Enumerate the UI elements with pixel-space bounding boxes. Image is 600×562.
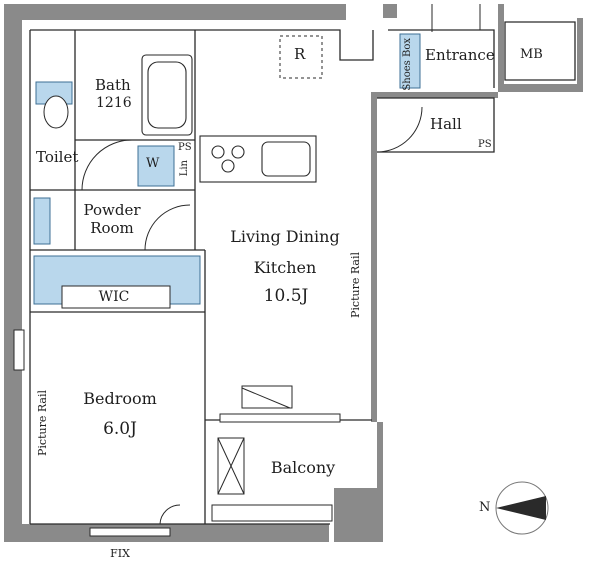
- toilet-fixture: [35, 81, 73, 129]
- refrigerator-label: R: [294, 45, 306, 63]
- powder-room-label-2: Room: [90, 219, 134, 237]
- balcony-units: [211, 437, 333, 522]
- windows: [13, 329, 341, 537]
- walls: [4, 4, 583, 542]
- bedroom-label: Bedroom: [83, 389, 157, 408]
- entrance-label: Entrance: [425, 46, 495, 64]
- interior-walls: [29, 21, 576, 525]
- mb-label: MB: [520, 47, 543, 62]
- doors: [81, 4, 481, 525]
- washbasin: [33, 145, 175, 245]
- living-size-label: 10.5J: [263, 286, 309, 306]
- hall-label: Hall: [430, 115, 462, 133]
- bathtub: [141, 54, 193, 136]
- linen-label: Lin: [179, 160, 190, 177]
- wic-label: WIC: [98, 289, 130, 305]
- shoes-box: [399, 33, 421, 89]
- bedroom-size-label: 6.0J: [103, 419, 137, 439]
- fix-label: FIX: [110, 547, 130, 560]
- ps-upper-label: PS: [178, 142, 192, 153]
- refrigerator-space: [279, 35, 323, 79]
- picture-rail-ldk-label: Picture Rail: [349, 252, 362, 318]
- shoes-box-label: Shoes Box: [402, 38, 413, 91]
- air-con-unit: [241, 385, 293, 409]
- powder-room-label-1: Powder: [83, 201, 141, 219]
- balcony-label: Balcony: [270, 458, 336, 477]
- picture-rail-bedroom-label: Picture Rail: [36, 390, 49, 456]
- living-label-2: Kitchen: [253, 258, 317, 277]
- compass-rose: [495, 481, 549, 535]
- wic-shelf: [33, 255, 201, 309]
- washer-label: W: [146, 156, 160, 171]
- toilet-label: Toilet: [36, 148, 79, 166]
- kitchen-counter: [199, 135, 317, 183]
- bath-label: Bath: [95, 76, 131, 94]
- bath-size-label: 1216: [96, 95, 132, 111]
- ps-hall-label: PS: [478, 139, 492, 150]
- north-label: N: [479, 500, 491, 515]
- living-label-1: Living Dining: [230, 227, 340, 246]
